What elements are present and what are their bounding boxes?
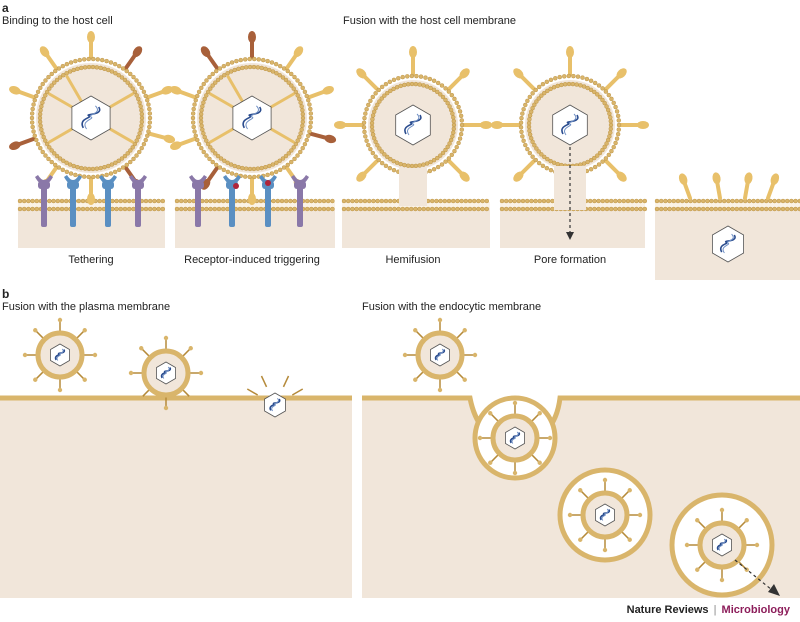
panel-b-letter: b: [2, 287, 10, 301]
trigger-star: [233, 183, 239, 189]
credit-separator: |: [713, 604, 717, 616]
heading-plasma: Fusion with the plasma membrane: [2, 301, 171, 313]
receptor: [229, 183, 235, 227]
receptor: [41, 183, 47, 227]
dna-genome: [719, 234, 736, 253]
receptor: [135, 183, 141, 227]
host-membrane-triggering: [174, 198, 335, 248]
journal-credit: Nature Reviews | Microbiology: [627, 604, 790, 616]
dna-genome: [716, 539, 728, 551]
endosome-2: [557, 467, 653, 563]
receptor: [297, 183, 303, 227]
receptor: [70, 183, 76, 227]
virion-pore: [491, 46, 649, 240]
receptor: [265, 183, 271, 227]
fusion-stalk: [399, 168, 427, 206]
host-membrane-hemifusion: [341, 198, 490, 248]
heading-binding: Binding to the host cell: [2, 15, 113, 27]
release-arrow: [734, 559, 773, 591]
journal-section: Microbiology: [721, 604, 790, 616]
receptor: [195, 183, 201, 227]
plasma-virion-fused: [246, 375, 304, 418]
virion-triggering: [170, 31, 337, 227]
panel-a-letter: a: [2, 1, 9, 15]
capsid: [71, 95, 111, 141]
dna-genome: [242, 106, 262, 129]
stage-label-hemifusion: Hemifusion: [385, 254, 441, 266]
endosome-1: [472, 395, 558, 481]
virion-hemifusion: [334, 46, 492, 206]
heading-endocytic: Fusion with the endocytic membrane: [362, 301, 542, 313]
dna-genome: [434, 349, 446, 361]
host-membrane-tethering: [17, 198, 166, 248]
stage-label-receptor-triggering: Receptor-induced triggering: [184, 254, 320, 266]
dna-genome: [404, 114, 422, 135]
host-membrane-fused: [654, 172, 800, 280]
virion-tethering: [9, 31, 176, 227]
stage-label-tethering: Tethering: [68, 254, 114, 266]
dna-genome: [81, 106, 101, 129]
plasma-virion-docking: [128, 335, 204, 411]
endosome-3: [669, 492, 780, 598]
journal-name: Nature Reviews: [626, 604, 709, 616]
dna-genome: [160, 367, 172, 379]
dna-genome: [599, 509, 611, 521]
capsid: [232, 95, 272, 141]
dna-genome: [54, 349, 66, 361]
stage-label-pore-formation: Pore formation: [533, 254, 607, 266]
heading-fusion-host: Fusion with the host cell membrane: [343, 15, 517, 27]
dna-genome: [509, 432, 521, 444]
plasma-membrane-host: [0, 395, 352, 598]
endocytic-virion-approach: [402, 317, 478, 393]
plasma-virion-approach: [22, 317, 98, 393]
receptor: [105, 183, 111, 227]
dna-genome: [561, 114, 579, 135]
dna-genome: [269, 398, 281, 411]
trigger-star: [265, 180, 271, 186]
